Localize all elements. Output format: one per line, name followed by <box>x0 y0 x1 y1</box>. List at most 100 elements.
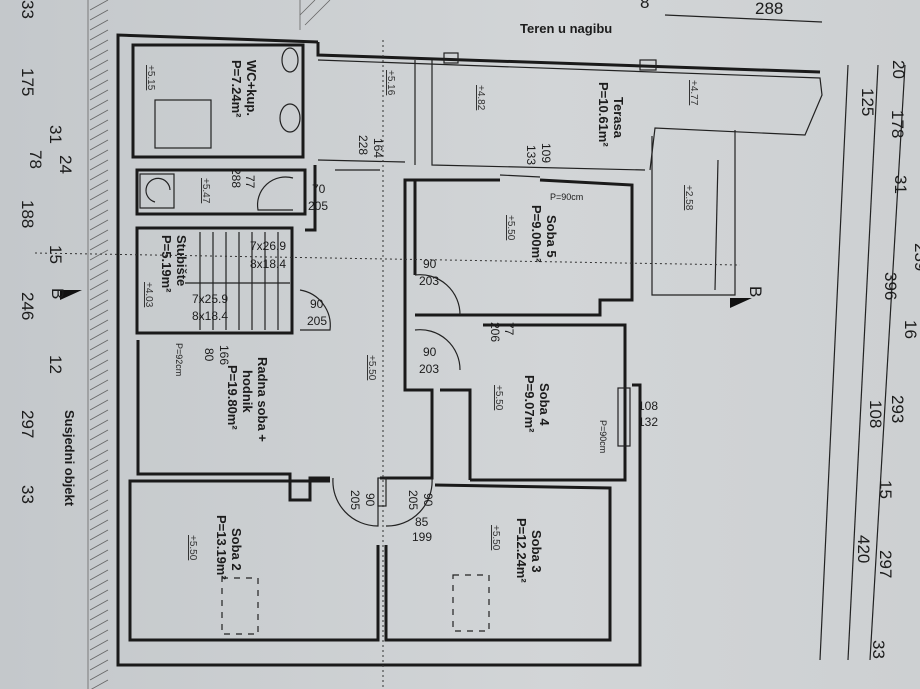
svg-text:33: 33 <box>869 640 888 659</box>
svg-text:109: 109 <box>539 143 553 163</box>
hatch-line <box>89 459 109 471</box>
svg-text:78: 78 <box>26 150 45 169</box>
svg-text:31: 31 <box>891 175 910 194</box>
svg-text:24: 24 <box>56 155 75 174</box>
room-soba-5: Soba 5 P=9.00m² +5.50 P=90cm <box>505 192 583 263</box>
svg-text:288: 288 <box>229 168 243 188</box>
svg-text:175: 175 <box>18 68 37 96</box>
hatch-line <box>89 609 109 621</box>
hatch-line <box>89 669 109 681</box>
svg-text:203: 203 <box>419 362 439 376</box>
dimension-lines <box>664 14 906 661</box>
svg-text:90: 90 <box>310 297 324 311</box>
hatch-line <box>89 399 109 411</box>
svg-text:7x25.9: 7x25.9 <box>192 292 228 306</box>
svg-text:+5.50: +5.50 <box>505 215 516 241</box>
svg-text:P=12.24m²: P=12.24m² <box>514 518 529 583</box>
svg-text:396: 396 <box>881 272 900 300</box>
svg-text:206: 206 <box>488 322 502 342</box>
hatch-line <box>89 629 109 641</box>
hatch-line <box>89 179 109 191</box>
svg-text:Stubište: Stubište <box>174 235 189 286</box>
room-wc: WC+kup. P=7.24m² +5.15 <box>145 60 259 118</box>
hatch-line <box>89 449 109 461</box>
hatch-line <box>89 419 109 431</box>
svg-text:P=10.61m²: P=10.61m² <box>596 82 611 147</box>
svg-text:297: 297 <box>876 550 895 578</box>
svg-text:133: 133 <box>524 145 538 165</box>
svg-text:1122: 1122 <box>916 340 920 377</box>
level-markers: +5.16 +5.47 +5.50 +4.77 +2.58 <box>200 70 699 381</box>
hatch-line <box>89 539 109 551</box>
room-terasa: Terasa P=10.61m² +4.82 <box>475 82 626 147</box>
hatch-line <box>89 269 109 281</box>
dims-left: 33 175 31 78 24 188 15 246 12 297 33 <box>18 0 75 504</box>
svg-text:15: 15 <box>46 245 65 264</box>
hatch-line <box>89 579 109 591</box>
dims-right: 20 178 31 239 16 293 15 297 33 1122 125 … <box>854 60 920 659</box>
svg-text:+4.03: +4.03 <box>143 282 154 308</box>
svg-text:164: 164 <box>371 138 385 158</box>
svg-text:90: 90 <box>421 493 435 507</box>
hatch-line <box>89 59 109 71</box>
svg-text:+5.16: +5.16 <box>385 70 396 96</box>
hatch-line <box>89 69 109 81</box>
svg-text:P=9.00m²: P=9.00m² <box>529 205 544 263</box>
hatch-line <box>89 109 109 121</box>
terrain-label: Teren u nagibu <box>520 21 612 36</box>
svg-text:P=9.07m²: P=9.07m² <box>522 375 537 433</box>
hatch-line <box>89 569 109 581</box>
hatch-line <box>89 79 109 91</box>
hatch-line <box>89 429 109 441</box>
dim-top-small: 8 <box>640 0 649 12</box>
svg-text:7x26.9: 7x26.9 <box>250 239 286 253</box>
hatch-line <box>89 159 109 171</box>
svg-text:P=19.80m²: P=19.80m² <box>225 365 240 430</box>
svg-text:70: 70 <box>312 182 326 196</box>
room-soba-2: Soba 2 P=13.19m² +5.50 <box>187 515 244 580</box>
svg-text:203: 203 <box>419 274 439 288</box>
svg-text:90: 90 <box>423 257 437 271</box>
hatch-line <box>89 409 109 421</box>
svg-text:+5.50: +5.50 <box>366 355 377 381</box>
svg-text:33: 33 <box>18 0 37 19</box>
hatch-line <box>89 549 109 561</box>
hatch-line <box>89 489 109 501</box>
hatch-line <box>89 659 109 671</box>
hatch-line <box>89 499 109 511</box>
hatch-line <box>89 169 109 181</box>
hatch-line <box>89 599 109 611</box>
svg-text:P=13.19m²: P=13.19m² <box>214 515 229 580</box>
svg-text:P=90cm: P=90cm <box>598 420 608 453</box>
svg-text:+4.77: +4.77 <box>688 80 699 106</box>
svg-text:Soba 4: Soba 4 <box>537 383 552 426</box>
hatch-line <box>89 469 109 481</box>
hatch-line <box>89 339 109 351</box>
svg-text:+5.15: +5.15 <box>145 65 156 91</box>
svg-text:85: 85 <box>415 515 429 529</box>
hatch-line <box>89 619 109 631</box>
svg-text:Radna soba +: Radna soba + <box>255 357 270 442</box>
svg-text:P=90cm: P=90cm <box>550 192 583 202</box>
svg-text:420: 420 <box>854 535 873 563</box>
svg-text:90: 90 <box>423 345 437 359</box>
svg-text:Soba 3: Soba 3 <box>529 530 544 573</box>
neighbor-label: Susjedni objekt <box>62 410 77 507</box>
svg-text:Terasa: Terasa <box>611 97 626 139</box>
hatch-line <box>89 309 109 321</box>
svg-text:178: 178 <box>888 110 907 138</box>
hatch-line <box>89 369 109 381</box>
hatch-line <box>89 519 109 531</box>
hatch-line <box>89 279 109 291</box>
section-marker-right: B <box>746 286 765 297</box>
hatch-line <box>89 559 109 571</box>
hatch-line <box>89 129 109 141</box>
hatch-line <box>89 259 109 271</box>
hatch-line <box>89 349 109 361</box>
svg-text:P=5.19m²: P=5.19m² <box>159 235 174 293</box>
hatch-line <box>89 529 109 541</box>
svg-text:20: 20 <box>889 60 908 79</box>
hatch-line <box>89 119 109 131</box>
svg-text:297: 297 <box>18 410 37 438</box>
